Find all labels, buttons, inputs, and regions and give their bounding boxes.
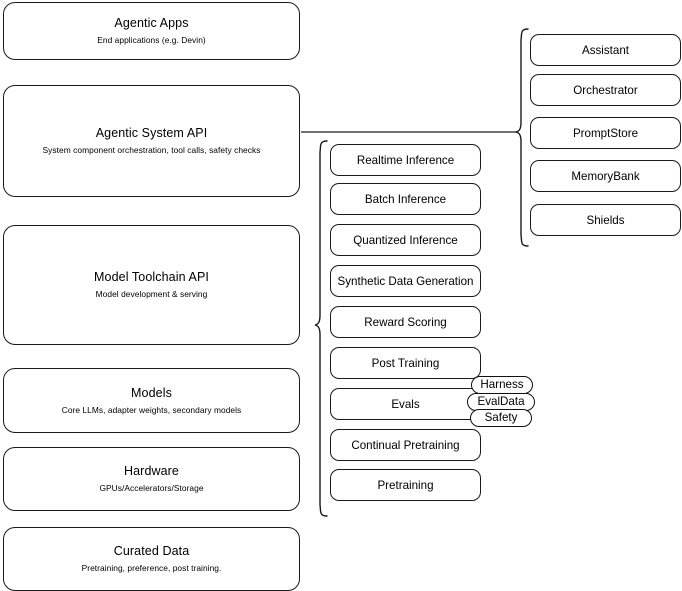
- component-promptstore[interactable]: PromptStore: [530, 117, 681, 149]
- layer-subtitle: End applications (e.g. Devin): [97, 35, 206, 45]
- layer-subtitle: System component orchestration, tool cal…: [42, 145, 261, 155]
- layer-agentic-system-api[interactable]: Agentic System API System component orch…: [3, 85, 300, 197]
- layer-curated-data[interactable]: Curated Data Pretraining, preference, po…: [3, 527, 300, 591]
- layer-models[interactable]: Models Core LLMs, adapter weights, secon…: [3, 368, 300, 433]
- layer-title: Agentic Apps: [114, 16, 189, 30]
- eval-tag-safety[interactable]: Safety: [470, 409, 532, 427]
- layer-subtitle: GPUs/Accelerators/Storage: [99, 483, 204, 493]
- component-memorybank[interactable]: MemoryBank: [530, 160, 681, 192]
- layer-model-toolchain-api[interactable]: Model Toolchain API Model development & …: [3, 225, 300, 345]
- component-shields[interactable]: Shields: [530, 204, 681, 236]
- layer-title: Hardware: [124, 464, 179, 478]
- component-orchestrator[interactable]: Orchestrator: [530, 74, 681, 106]
- layer-title: Curated Data: [113, 544, 190, 558]
- model-toolchain-brace: [314, 140, 328, 517]
- layer-subtitle: Model development & serving: [95, 289, 208, 299]
- eval-tag-harness[interactable]: Harness: [471, 376, 533, 394]
- component-post-training[interactable]: Post Training: [330, 347, 481, 379]
- layer-subtitle: Pretraining, preference, post training.: [81, 563, 222, 573]
- component-pretraining[interactable]: Pretraining: [330, 469, 481, 501]
- layer-title: Model Toolchain API: [94, 270, 209, 284]
- component-reward-scoring[interactable]: Reward Scoring: [330, 306, 481, 338]
- layer-agentic-apps[interactable]: Agentic Apps End applications (e.g. Devi…: [3, 2, 300, 60]
- component-quantized-inference[interactable]: Quantized Inference: [330, 224, 481, 256]
- component-evals[interactable]: Evals: [330, 388, 481, 420]
- component-realtime-inference[interactable]: Realtime Inference: [330, 144, 481, 176]
- layer-subtitle: Core LLMs, adapter weights, secondary mo…: [61, 404, 242, 415]
- agentic-system-brace: [515, 28, 529, 247]
- component-synthetic-data-generation[interactable]: Synthetic Data Generation: [330, 265, 481, 297]
- layer-title: Agentic System API: [95, 126, 208, 140]
- layer-title: Models: [131, 385, 172, 400]
- component-batch-inference[interactable]: Batch Inference: [330, 183, 481, 215]
- component-continual-pretraining[interactable]: Continual Pretraining: [330, 429, 481, 461]
- layer-hardware[interactable]: Hardware GPUs/Accelerators/Storage: [3, 447, 300, 511]
- component-assistant[interactable]: Assistant: [530, 34, 681, 66]
